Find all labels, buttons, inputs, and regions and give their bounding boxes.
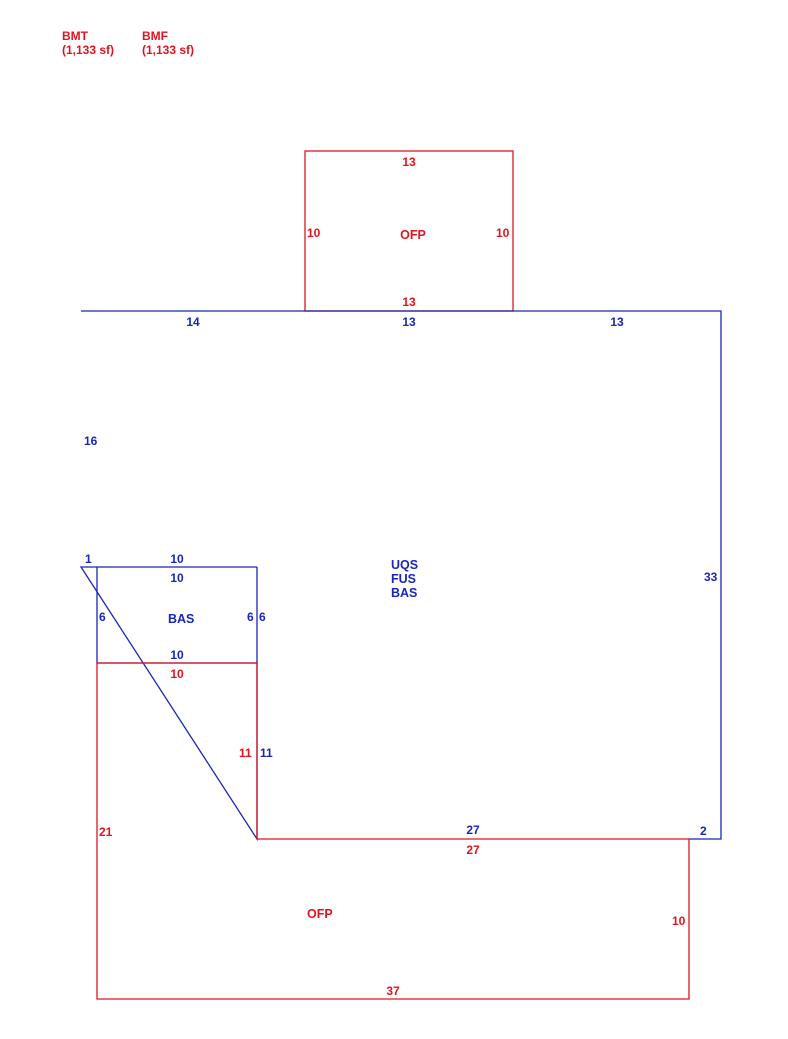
bas-dim-left: 6	[99, 610, 106, 624]
bas-dim-outer-right: 6	[259, 610, 266, 624]
bottom-porch-dim-right: 10	[672, 914, 686, 928]
bottom-porch-dim-top: 10	[170, 667, 184, 681]
bas-dim-bottom: 10	[170, 648, 184, 662]
bottom-porch: 10 11 21 27 OFP 10 37	[96, 662, 690, 1000]
main-dim-top-right: 13	[610, 315, 624, 329]
legend-area-bmt: (1,133 sf)	[62, 43, 114, 57]
main-dim-step-right: 2	[700, 824, 707, 838]
main-dim-left: 16	[84, 434, 98, 448]
bas-box-name: BAS	[168, 612, 194, 626]
bas-box: 10 6 6 6 BAS 10	[99, 571, 266, 662]
bas-dim-top: 10	[170, 571, 184, 585]
main-dim-step-left: 1	[85, 552, 92, 566]
bottom-porch-name: OFP	[307, 907, 333, 921]
main-area: 14 13 13 16 1 10 33 11 27 2 UQS FUS BAS	[79, 310, 722, 842]
legend-code-bmt: BMT	[62, 29, 89, 43]
top-porch-dim-top: 13	[402, 155, 416, 169]
legend-area-bmf: (1,133 sf)	[142, 43, 194, 57]
main-dim-top-left: 14	[186, 315, 200, 329]
legend-code-bmf: BMF	[142, 29, 168, 43]
top-porch-dim-bottom: 13	[402, 295, 416, 309]
top-porch: 13 10 10 OFP 13	[304, 150, 514, 312]
bottom-porch-outline	[96, 662, 690, 1000]
bottom-porch-dim-inner-vertical: 11	[239, 746, 252, 760]
bottom-porch-dim-left: 21	[99, 825, 113, 839]
main-dim-right: 33	[704, 570, 718, 584]
legend: BMT (1,133 sf) BMF (1,133 sf)	[62, 29, 194, 57]
main-dim-bottom: 27	[466, 823, 480, 837]
top-porch-dim-right: 10	[496, 226, 510, 240]
main-dim-top-mid: 13	[402, 315, 416, 329]
main-area-name-uqs: UQS	[391, 558, 418, 572]
main-area-name-bas: BAS	[391, 586, 417, 600]
main-dim-notch-top: 10	[170, 552, 184, 566]
bottom-porch-dim-bottom: 37	[386, 984, 400, 998]
bas-dim-right: 6	[247, 610, 254, 624]
main-dim-notch-right: 11	[260, 746, 273, 760]
main-area-name-fus: FUS	[391, 572, 416, 586]
top-porch-name: OFP	[400, 228, 426, 242]
bottom-porch-dim-inner-horizontal: 27	[466, 843, 480, 857]
top-porch-dim-left: 10	[307, 226, 321, 240]
